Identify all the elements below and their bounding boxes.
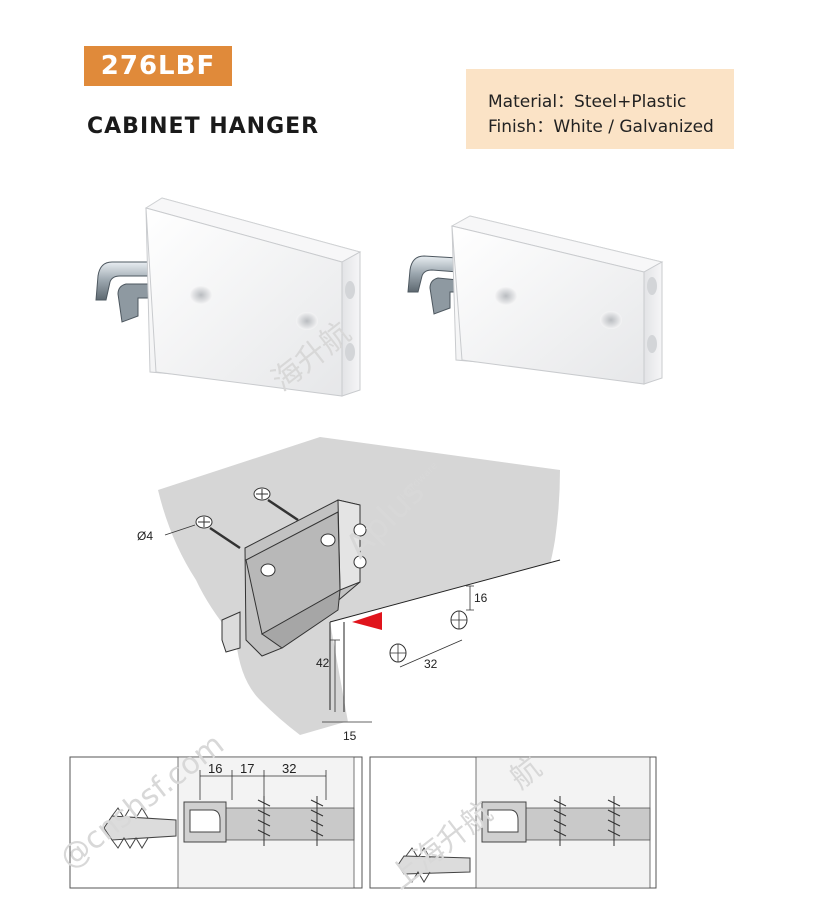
height-dimension: 42 — [316, 656, 330, 670]
product-title: CABINET HANGER — [87, 114, 320, 139]
section-dimension-c: 32 — [282, 761, 296, 776]
material-spec: Material：Steel+Plastic — [488, 92, 687, 112]
section-view-right — [369, 756, 657, 889]
product-code-badge: 276LBF — [84, 46, 232, 86]
position-arrow-icon — [352, 612, 382, 630]
finish-spec: Finish：White / Galvanized — [488, 117, 714, 137]
section-dimension-a: 16 — [208, 761, 222, 776]
spec-box: Material：Steel+Plastic Finish：White / Ga… — [466, 69, 734, 149]
screw-diameter-label: Ø4 — [137, 529, 153, 543]
section-view-left: 16 17 32 — [69, 756, 363, 889]
screw-icon — [253, 487, 299, 522]
screw-icon — [195, 515, 241, 550]
hanger-photo-right — [407, 215, 664, 385]
hole-spacing-dimension: 32 — [424, 657, 438, 671]
section-dimension-b: 17 — [240, 761, 254, 776]
hanger-photo-left — [95, 197, 362, 397]
hole-vertical-dimension: 16 — [474, 591, 488, 605]
installation-diagram: Ø4 16 32 42 15 — [137, 437, 561, 743]
depth-dimension: 15 — [343, 729, 357, 743]
